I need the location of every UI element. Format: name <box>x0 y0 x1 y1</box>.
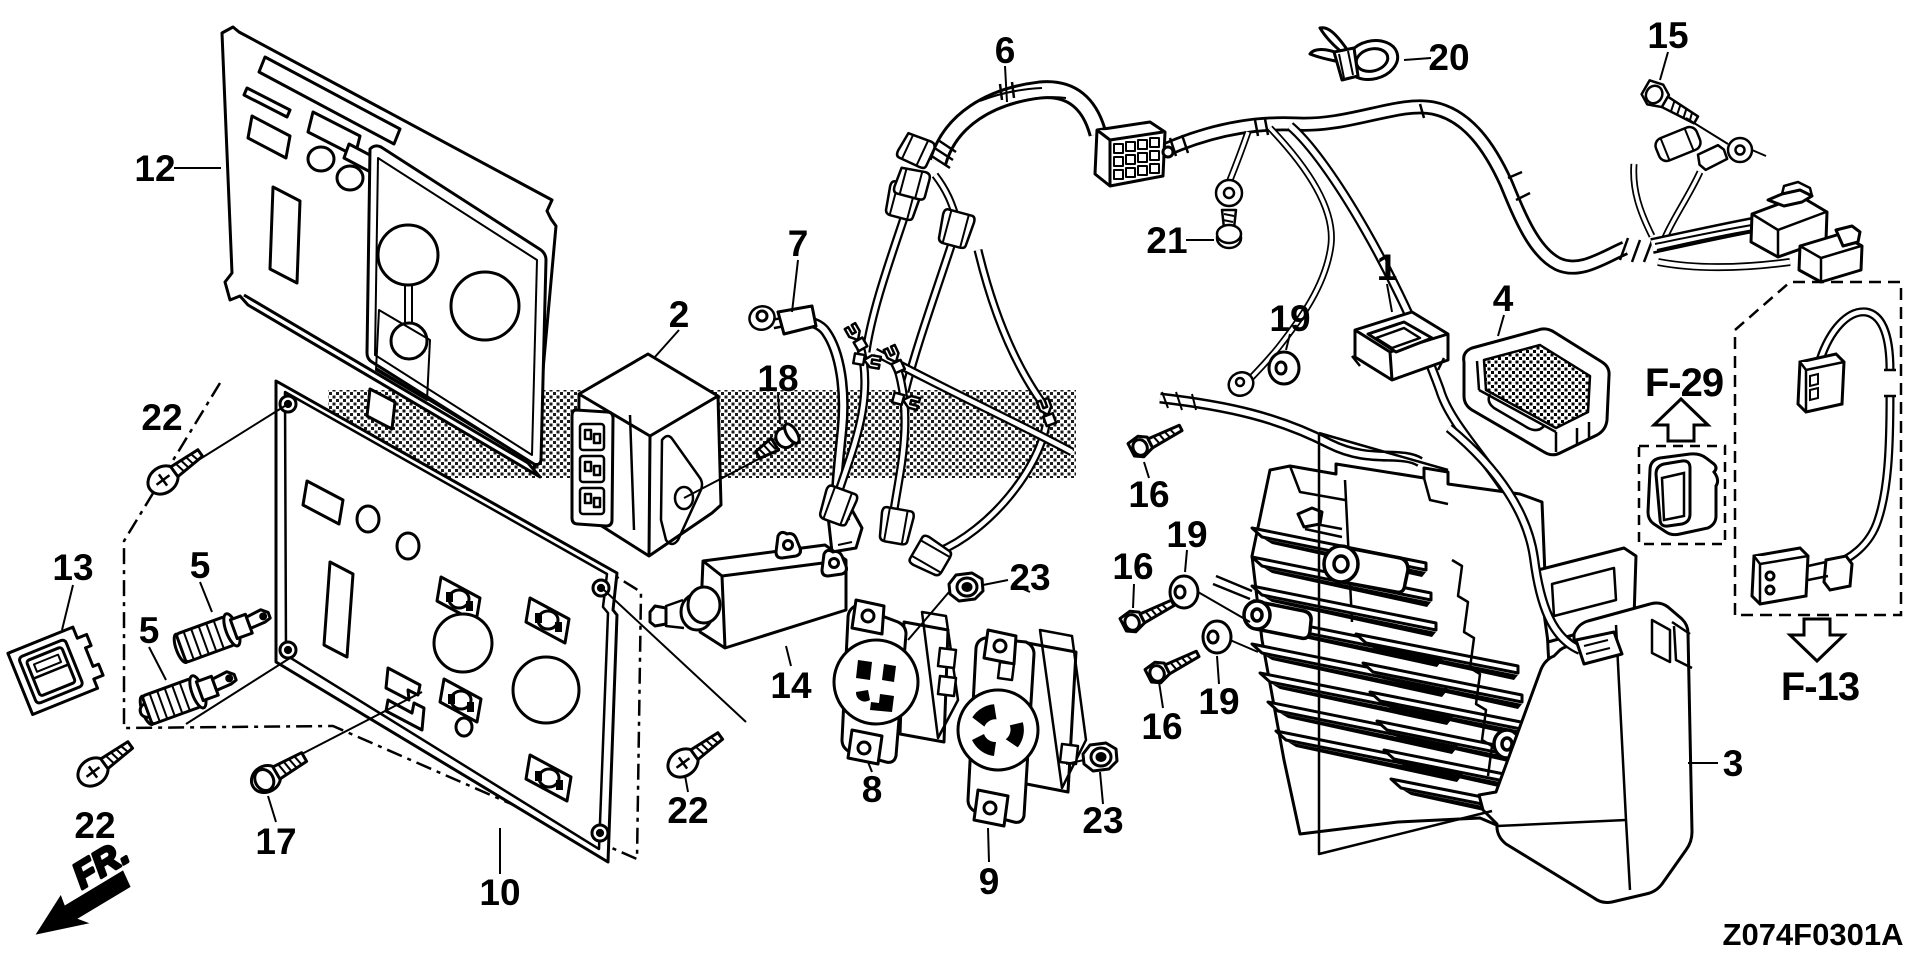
svg-text:21: 21 <box>1146 220 1187 261</box>
svg-text:22: 22 <box>141 397 182 438</box>
svg-text:1: 1 <box>1377 247 1398 288</box>
svg-text:7: 7 <box>788 223 809 264</box>
svg-text:12: 12 <box>134 148 175 189</box>
svg-text:15: 15 <box>1647 15 1688 56</box>
svg-text:20: 20 <box>1428 37 1469 78</box>
svg-text:16: 16 <box>1141 706 1182 747</box>
svg-text:22: 22 <box>667 790 708 831</box>
svg-text:19: 19 <box>1198 681 1239 722</box>
svg-text:9: 9 <box>979 861 1000 902</box>
svg-text:8: 8 <box>862 769 883 810</box>
svg-text:3: 3 <box>1723 743 1744 784</box>
svg-text:23: 23 <box>1009 557 1050 598</box>
svg-text:2: 2 <box>669 294 690 335</box>
svg-text:19: 19 <box>1269 298 1310 339</box>
svg-text:16: 16 <box>1128 474 1169 515</box>
svg-text:10: 10 <box>479 872 520 913</box>
svg-text:5: 5 <box>190 545 211 586</box>
svg-text:5: 5 <box>139 610 160 651</box>
svg-text:14: 14 <box>770 665 812 706</box>
svg-text:Z074F0301A: Z074F0301A <box>1723 917 1904 952</box>
svg-text:19: 19 <box>1166 514 1207 555</box>
svg-text:13: 13 <box>52 547 93 588</box>
svg-text:F-13: F-13 <box>1781 665 1859 709</box>
svg-text:4: 4 <box>1493 278 1514 319</box>
svg-text:23: 23 <box>1082 800 1123 841</box>
svg-text:6: 6 <box>995 30 1016 71</box>
svg-text:16: 16 <box>1112 546 1153 587</box>
svg-text:F-29: F-29 <box>1645 361 1723 405</box>
svg-text:17: 17 <box>255 821 296 862</box>
svg-text:18: 18 <box>757 358 798 399</box>
svg-text:22: 22 <box>74 805 115 846</box>
